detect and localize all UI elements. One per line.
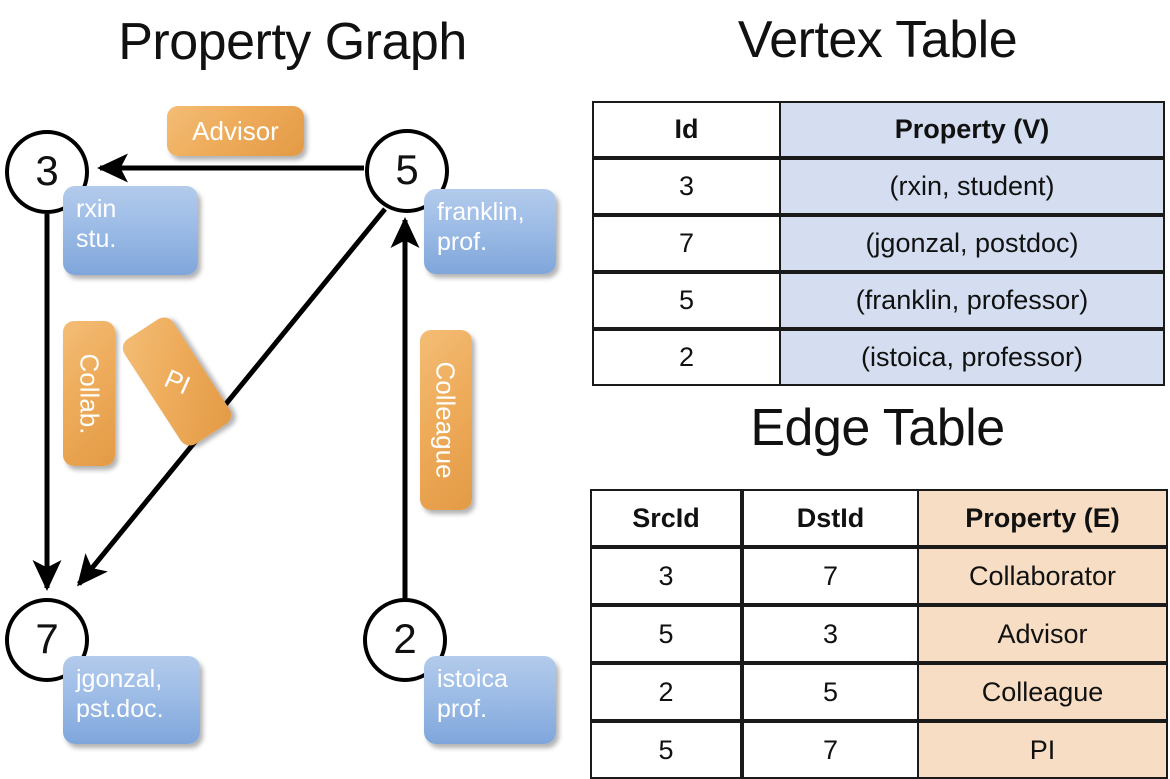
graph-vertex-2-id: 2	[393, 615, 417, 662]
graph-vertex-2[interactable]: 2	[363, 598, 447, 682]
vertex-table-cell-id: 7	[592, 215, 780, 272]
edge-label-advisor-text: Advisor	[192, 116, 279, 146]
edge-label-colleague-text: Colleague	[431, 361, 461, 479]
graph-vertex-3-id: 3	[35, 147, 59, 194]
vertex-callout-rxin[interactable]: rxin stu.	[63, 186, 198, 275]
edge-table-header-srcid: SrcId	[590, 489, 742, 547]
vertex-callout-jgonzal-line2: pst.doc.	[76, 694, 164, 723]
vertex-table-cell-id: 5	[592, 272, 780, 329]
vertex-callout-jgonzal[interactable]: jgonzal, pst.doc.	[63, 656, 200, 744]
edge-table-row: 2 5 Colleague	[590, 663, 1168, 721]
edge-table-cell-property: Advisor	[918, 605, 1168, 663]
edge-table-cell-srcid: 5	[590, 721, 742, 779]
edge-table-row: 5 7 PI	[590, 721, 1168, 779]
edge-table-header-property: Property (E)	[918, 489, 1168, 547]
edge-table-cell-property: Colleague	[918, 663, 1168, 721]
edge-table-header-row: SrcId DstId Property (E)	[590, 489, 1168, 547]
edge-table-cell-dstid: 3	[742, 605, 918, 663]
graph-vertex-7-id: 7	[35, 615, 59, 662]
vertex-table-cell-property: (istoica, professor)	[780, 329, 1165, 386]
property-graph-diagram: 3 5 7 2 rxin stu. franklin, prof. jgonza…	[0, 0, 585, 760]
vertex-table-row: 2 (istoica, professor)	[592, 329, 1165, 386]
page-title-vertex-table: Vertex Table	[737, 11, 1018, 69]
vertex-table-cell-property: (franklin, professor)	[780, 272, 1165, 329]
graph-edge-arrows	[32, 153, 420, 598]
vertex-callout-istoica[interactable]: istoica prof.	[424, 656, 556, 744]
vertex-table: Id Property (V) 3 (rxin, student) 7 (jgo…	[592, 101, 1165, 386]
vertex-table-row: 3 (rxin, student)	[592, 158, 1165, 215]
edge-label-collab-text: Collab.	[74, 353, 104, 434]
vertex-table-row: 5 (franklin, professor)	[592, 272, 1165, 329]
edge-table-row: 5 3 Advisor	[590, 605, 1168, 663]
vertex-callout-franklin-line2: prof.	[437, 227, 488, 256]
edge-arrow-pi	[77, 207, 387, 587]
graph-vertex-5-id: 5	[395, 146, 419, 193]
vertex-callout-franklin-line1: franklin,	[437, 198, 525, 226]
vertex-callout-istoica-line1: istoica	[437, 665, 508, 693]
page-title-edge-table: Edge Table	[750, 399, 1005, 457]
page-title-property-graph: Property Graph	[118, 13, 467, 71]
edge-label-advisor[interactable]: Advisor	[167, 106, 304, 156]
vertex-table-header-row: Id Property (V)	[592, 101, 1165, 158]
edge-label-collab[interactable]: Collab.	[63, 321, 115, 466]
edge-table-cell-property: PI	[918, 721, 1168, 779]
edge-table-cell-dstid: 5	[742, 663, 918, 721]
edge-table-header-dstid: DstId	[742, 489, 918, 547]
vertex-callout-jgonzal-line1: jgonzal,	[76, 665, 163, 693]
edge-table-cell-srcid: 2	[590, 663, 742, 721]
edge-table-cell-dstid: 7	[742, 547, 918, 605]
vertex-callout-istoica-line2: prof.	[437, 694, 488, 723]
vertex-table-header-id: Id	[592, 101, 780, 158]
vertex-table-cell-property: (rxin, student)	[780, 158, 1165, 215]
edge-table: SrcId DstId Property (E) 3 7 Collaborato…	[590, 489, 1168, 779]
edge-label-pi-text: PI	[159, 362, 195, 401]
vertex-table-cell-id: 3	[592, 158, 780, 215]
edge-table-row: 3 7 Collaborator	[590, 547, 1168, 605]
edge-table-cell-srcid: 3	[590, 547, 742, 605]
edge-table-cell-dstid: 7	[742, 721, 918, 779]
vertex-callout-rxin-line2: stu.	[76, 224, 117, 253]
edge-table-cell-property: Collaborator	[918, 547, 1168, 605]
edge-table-cell-srcid: 5	[590, 605, 742, 663]
vertex-table-cell-property: (jgonzal, postdoc)	[780, 215, 1165, 272]
vertex-table-header-property: Property (V)	[780, 101, 1165, 158]
vertex-callout-franklin[interactable]: franklin, prof.	[424, 189, 556, 274]
edge-label-colleague[interactable]: Colleague	[420, 330, 472, 510]
vertex-table-row: 7 (jgonzal, postdoc)	[592, 215, 1165, 272]
vertex-table-cell-id: 2	[592, 329, 780, 386]
vertex-callout-rxin-line1: rxin	[76, 195, 117, 223]
graph-vertex-5[interactable]: 5	[365, 129, 449, 213]
